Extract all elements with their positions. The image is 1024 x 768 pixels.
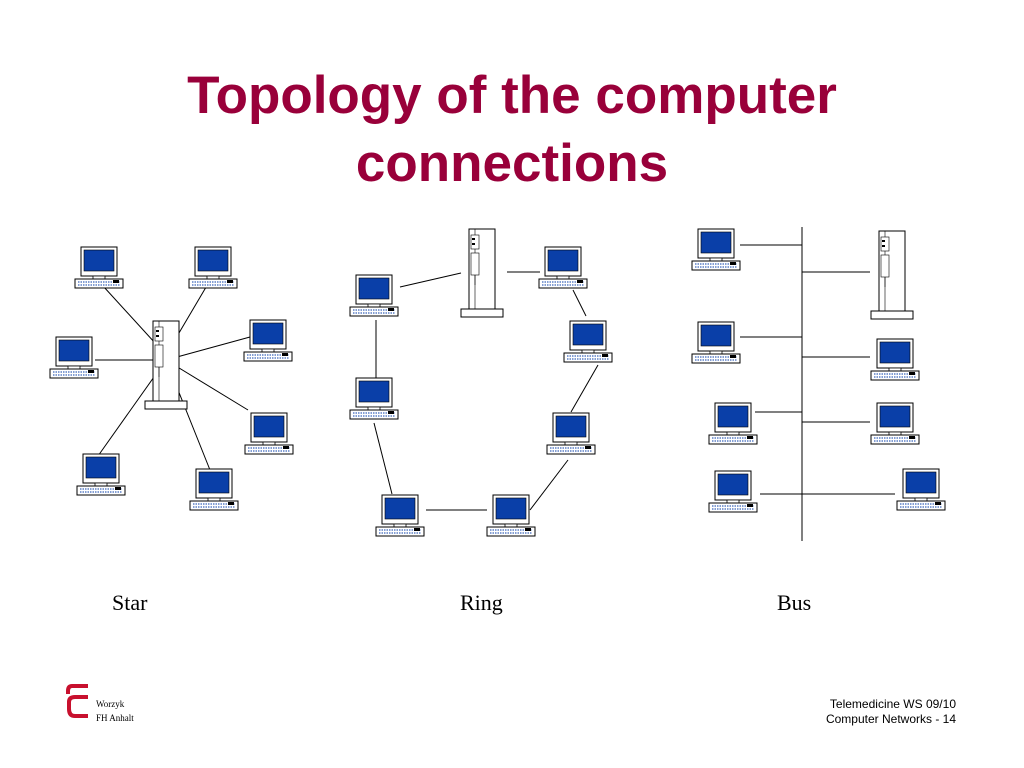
bus-workstation-icon [870,338,920,381]
bus-workstation-icon [896,468,946,511]
star-workstation-icon [188,246,238,289]
star-workstation-icon [76,453,126,496]
logo-author: Worzyk [96,699,125,709]
slide-title: Topology of the computer connections [0,62,1024,198]
ring-server-icon [460,228,504,318]
star-workstation-icon [49,336,99,379]
footer-course: Telemedicine WS 09/10 [829,697,956,711]
bus-workstation-icon [708,402,758,445]
title-line-1: Topology of the computer [187,66,837,125]
star-caption: Star [112,590,148,615]
bus-topology [740,227,895,541]
bus-workstation-icon [708,470,758,513]
ring-workstation-icon [375,494,425,537]
star-workstation-icon [74,246,124,289]
star-workstation-icon [243,319,293,362]
ring-workstation-icon [486,494,536,537]
fh-anhalt-logo-icon [66,684,88,718]
ring-workstation-icon [349,274,399,317]
ring-caption: Ring [460,590,503,615]
star-workstation-icon [189,468,239,511]
ring-topology [373,271,599,511]
bus-caption: Bus [777,590,812,615]
ring-workstation-icon [349,377,399,420]
footer-slide-ref: Computer Networks - 14 [825,712,956,726]
logo-institution: FH Anhalt [96,713,134,723]
ring-workstation-icon [538,246,588,289]
star-workstation-icon [244,412,294,455]
bus-workstation-icon [691,321,741,364]
bus-workstation-icon [691,228,741,271]
title-line-2: connections [355,134,669,193]
bus-workstation-icon [870,402,920,445]
ring-workstation-icon [546,412,596,455]
ring-workstation-icon [563,320,613,363]
bus-server-icon [870,230,914,320]
